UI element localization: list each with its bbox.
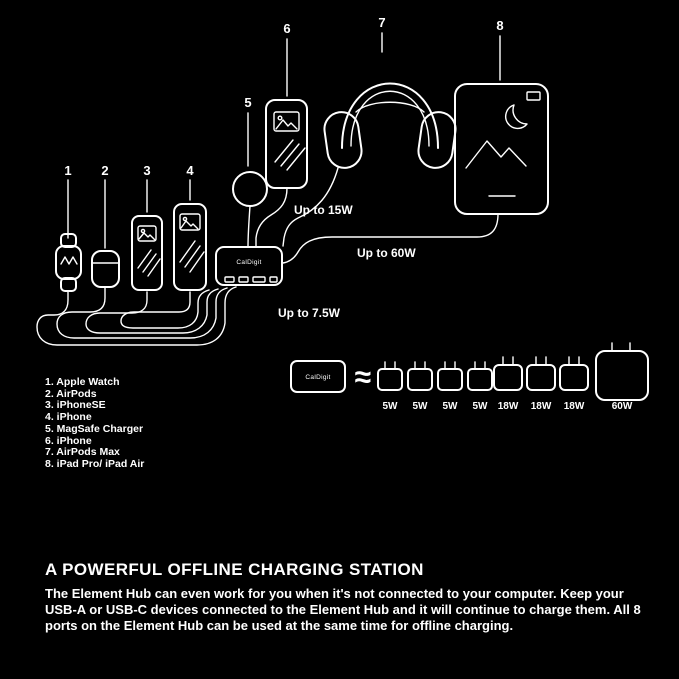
charger-label-60w: 60W [612,401,633,412]
iphone-se-drawing [85,215,219,334]
iphone-4th-drawing [120,203,210,329]
charger-label-5w-4: 5W [473,401,489,412]
section-body: The Element Hub can even work for you wh… [45,586,641,633]
iphone-6th-drawing [255,99,308,248]
device-list-item-2: 2. AirPods [45,387,97,400]
ipad-drawing [282,83,549,264]
hub-small-brand-label: CalDigit [305,374,330,381]
device-list-item-7: 7. AirPods Max [45,446,120,459]
element-hub-drawing: CalDigit [215,246,283,286]
cable-watch [36,286,237,346]
cable-magsafe [247,205,251,248]
charger-5w-2: 5W [407,361,433,412]
apple-watch-drawing [36,233,237,346]
connection-diagram: 1 2 3 4 5 6 7 8 [36,15,649,412]
charger-label-5w-2: 5W [413,401,429,412]
cable-ipad [282,213,499,264]
device-number-3: 3 [143,163,150,178]
device-number-1: 1 [64,163,71,178]
charger-18w-2: 18W [526,356,556,412]
approx-equal-symbol: ≈ [355,361,371,394]
device-list-item-6: 6. iPhone [45,434,92,447]
device-number-8: 8 [496,18,503,33]
device-list-item-3: 3. iPhoneSE [45,399,106,412]
charger-5w-4: 5W [467,361,493,412]
charger-5w-1: 5W [377,361,403,412]
callout-numbers: 1 2 3 4 5 6 7 8 [64,15,504,249]
charger-label-18w-3: 18W [564,401,585,412]
section-heading: A POWERFUL OFFLINE CHARGING STATION [45,560,424,579]
charger-label-5w-1: 5W [383,401,399,412]
airpods-max-drawing [282,82,457,247]
device-list-item-4: 4. iPhone [45,411,92,424]
airpods-case-drawing [56,250,228,339]
device-number-6: 6 [283,21,290,36]
device-number-2: 2 [101,163,108,178]
hub-small-drawing [290,360,346,393]
cable-airpods [56,287,228,339]
cable-iphone-se [85,288,219,334]
charger-18w-3: 18W [559,356,589,412]
cable-iphone-top [255,187,288,248]
device-number-7: 7 [378,15,385,30]
device-number-5: 5 [244,95,251,110]
device-list-item-5: 5. MagSafe Charger [45,422,144,435]
device-list: 1. Apple Watch 2. AirPods 3. iPhoneSE 4.… [45,376,145,471]
charger-5w-3: 5W [437,361,463,412]
device-list-item-8: 8. iPad Pro/ iPad Air [45,457,145,470]
charger-18w-1: 18W [493,356,523,412]
charger-label-18w-2: 18W [531,401,552,412]
charger-60w: 60W [595,342,649,412]
equivalence-row: CalDigit ≈ 5W 5W 5W 5W [290,342,649,412]
cable-iphone [120,289,210,329]
label-up-to-60w: Up to 60W [357,246,416,260]
charger-label-5w-3: 5W [443,401,459,412]
device-list-item-1: 1. Apple Watch [45,376,120,388]
cable-airpods-max [282,167,339,247]
label-up-to-15w: Up to 15W [294,203,353,217]
label-up-to-7-5w: Up to 7.5W [278,306,341,320]
magsafe-charger-drawing [232,171,268,248]
device-number-4: 4 [186,163,194,178]
hub-brand-label: CalDigit [236,259,261,266]
charger-label-18w-1: 18W [498,401,519,412]
